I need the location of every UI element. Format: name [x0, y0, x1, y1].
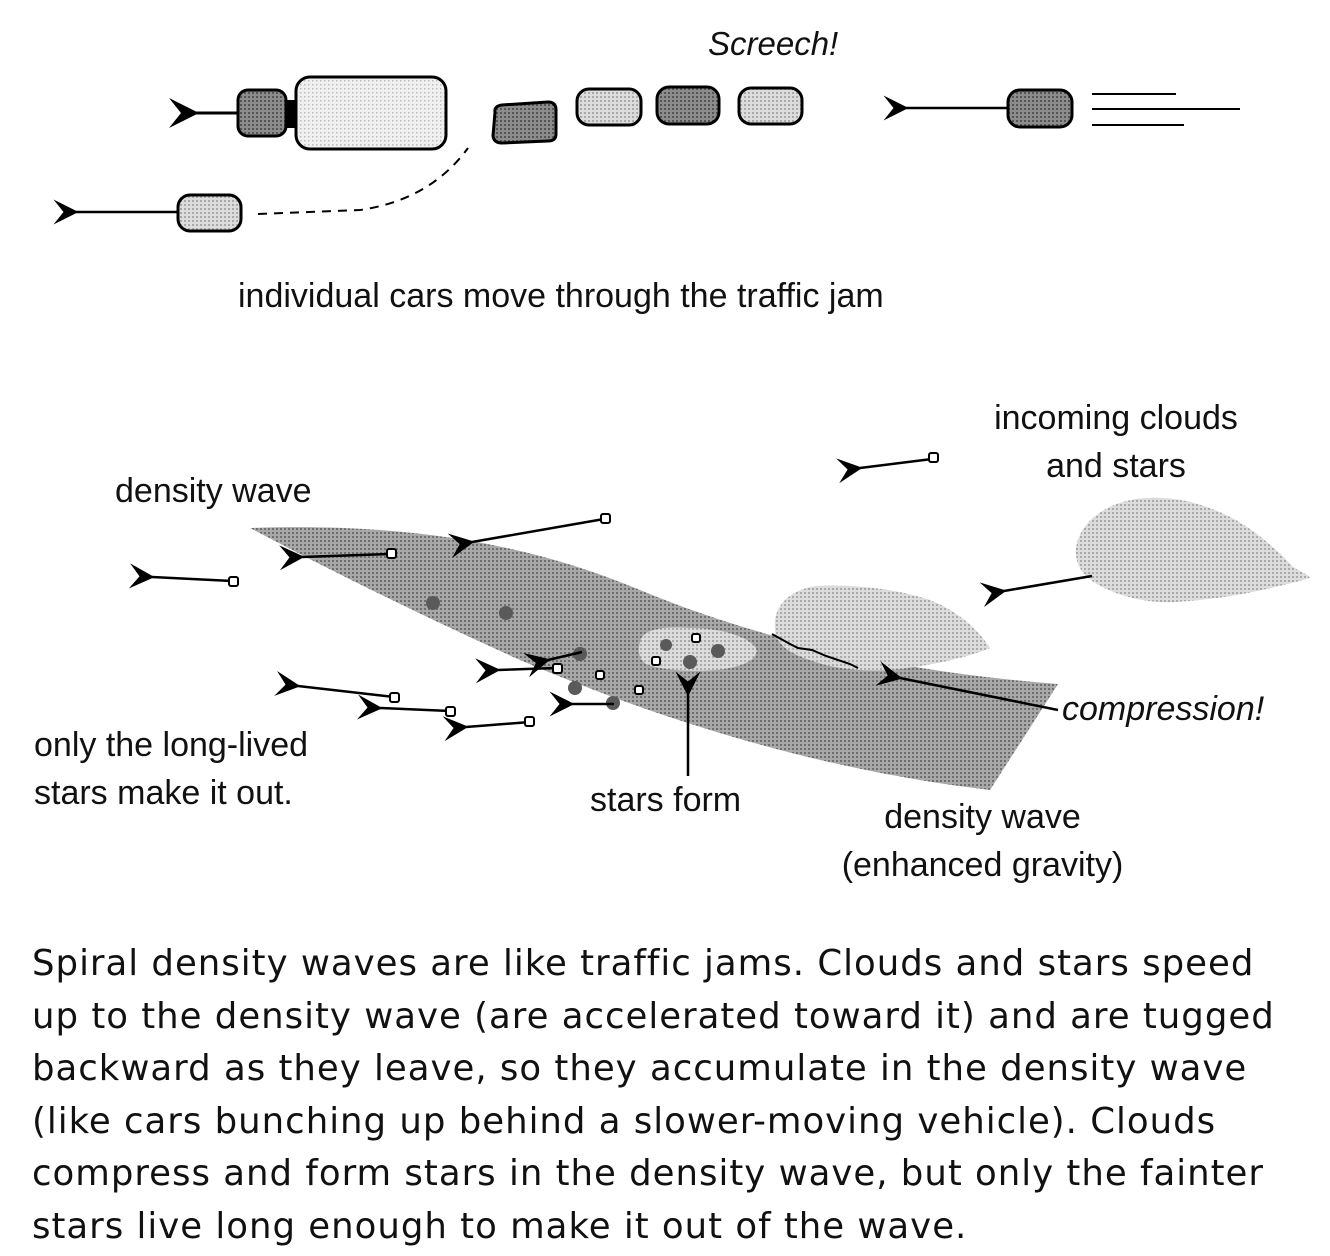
star-in-wave: [711, 644, 725, 658]
traffic-caption: individual cars move through the traffic…: [238, 277, 884, 315]
density-wave-label-bottom: density wave (enhanced gravity): [820, 793, 1145, 889]
figure-caption: Spiral density waves are like traffic ja…: [32, 943, 1275, 1247]
long-lived-line-2: stars make it out.: [34, 774, 293, 812]
young-stars: [595, 633, 701, 695]
traffic-jam-density-wave-diagram: [53, 75, 1310, 790]
truck: [294, 75, 448, 151]
star-in-wave: [568, 681, 582, 695]
density-wave-illustration: [128, 452, 1310, 790]
star-in-wave: [683, 655, 697, 669]
incoming-cloud: [1075, 497, 1310, 603]
shock-front: [771, 633, 859, 669]
incoming-clouds-label: incoming clouds and stars: [975, 394, 1257, 490]
car: [176, 193, 243, 233]
car: [737, 86, 804, 126]
car: [655, 85, 721, 126]
density-wave-bottom-line-1: density wave: [884, 798, 1081, 836]
density-wave-label-top: density wave: [115, 472, 312, 510]
compression-label: compression!: [1062, 690, 1265, 728]
car: [1006, 88, 1074, 129]
star-forming-region: [638, 627, 757, 671]
density-wave-bottom-line-2: (enhanced gravity): [841, 846, 1124, 884]
arrow-tail-markers: [228, 452, 939, 727]
screech-label: Screech!: [708, 25, 839, 62]
car: [575, 87, 643, 127]
car-path-dashed: [257, 147, 469, 215]
star-in-wave: [573, 647, 587, 661]
motion-arrows: [128, 457, 1093, 776]
long-lived-line-1: only the long-lived: [34, 726, 309, 764]
star-in-wave: [660, 639, 672, 651]
incoming-clouds-line-2: and stars: [1046, 447, 1186, 485]
long-lived-stars-label: only the long-lived stars make it out.: [34, 721, 308, 817]
traffic-jam-illustration: [53, 75, 1240, 233]
star-in-wave: [426, 596, 440, 610]
car: [236, 88, 288, 138]
star-in-wave: [499, 606, 513, 620]
skidding-car: [491, 100, 558, 145]
incoming-clouds-line-1: incoming clouds: [994, 399, 1238, 437]
compressed-cloud: [774, 585, 990, 671]
stars-form-label: stars form: [590, 781, 742, 819]
